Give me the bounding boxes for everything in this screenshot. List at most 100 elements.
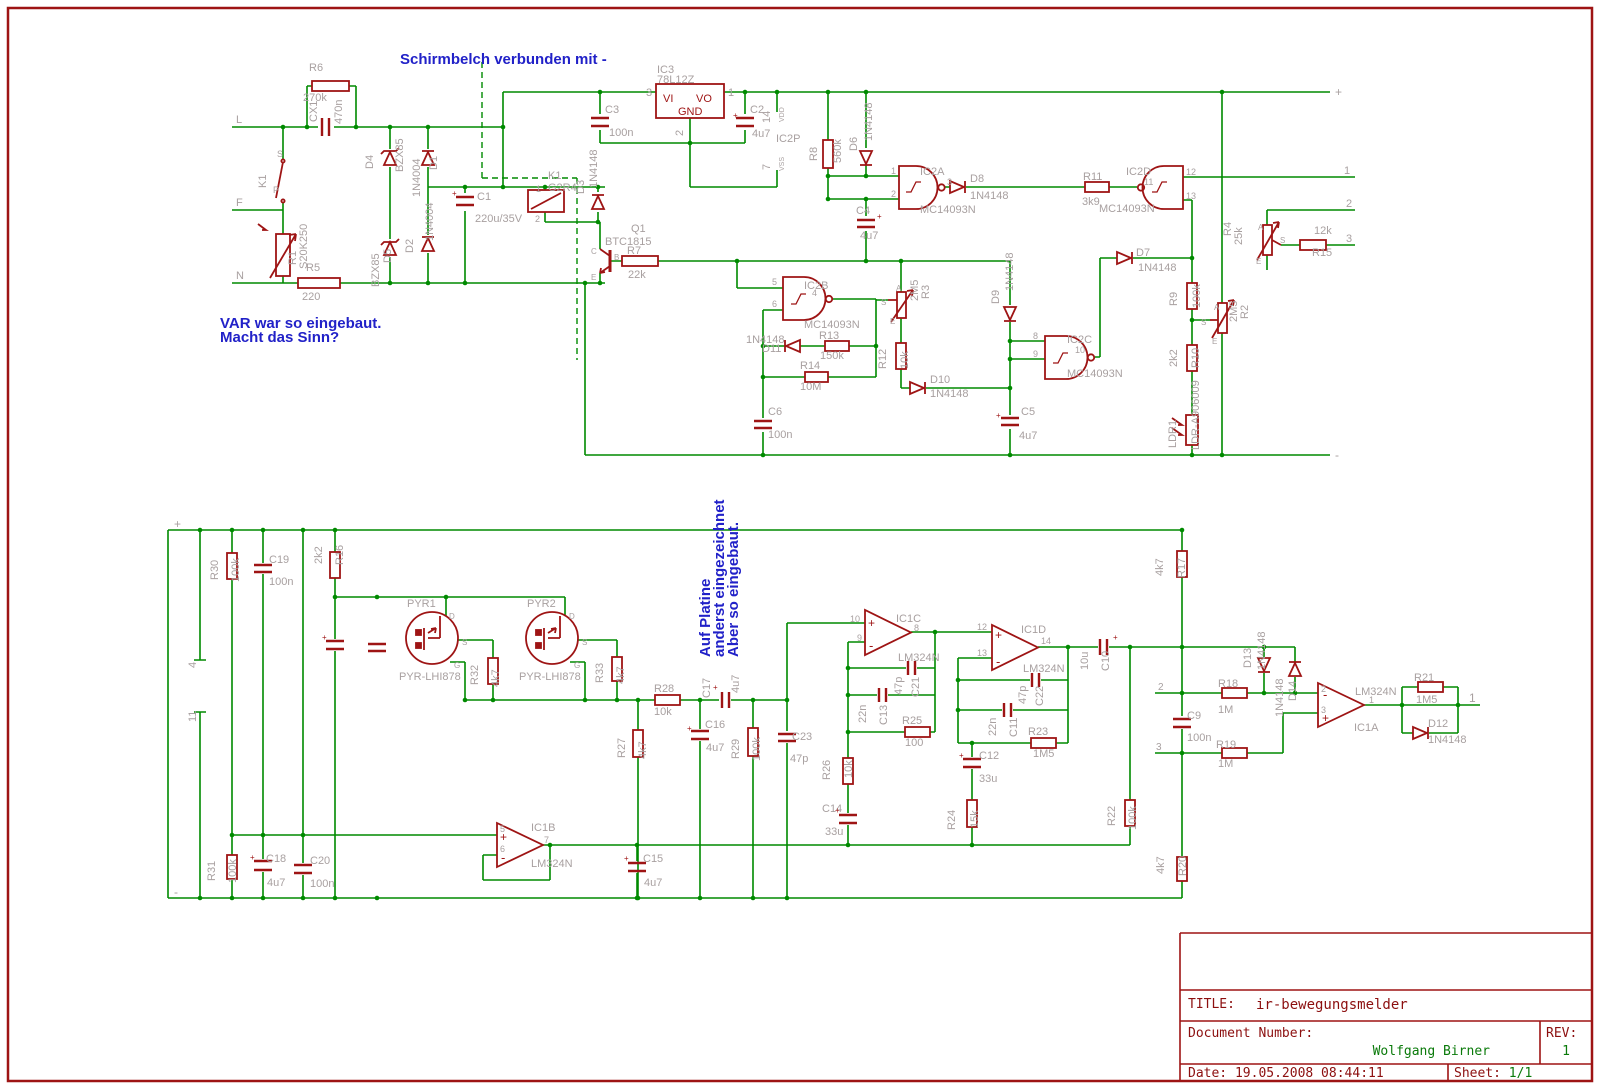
- schematic-label: D8: [970, 173, 984, 185]
- schematic-label: LM324N: [1023, 663, 1065, 675]
- schematic-label: 1N4148: [588, 149, 600, 188]
- diode-D14: [1287, 660, 1303, 677]
- switch-K1-contact: [275, 158, 286, 204]
- schematic-label: +: [250, 853, 255, 862]
- schematic-label: 100n: [1187, 732, 1211, 744]
- schematic-label: C20: [310, 855, 330, 867]
- schematic-label: R20: [1177, 856, 1189, 876]
- diode-D8: [949, 179, 967, 195]
- junction-dot: [1189, 452, 1195, 458]
- resistor-R15: [1299, 239, 1327, 251]
- capacitor-plates: [254, 116, 1191, 875]
- schematic-label: Auf Platine: [697, 579, 714, 657]
- nand-IC2A: [898, 165, 946, 210]
- resistor-R13: [824, 340, 850, 352]
- schematic-label: 12: [1186, 167, 1196, 177]
- schematic-label: 6: [772, 299, 777, 309]
- schematic-label: 100k: [1191, 284, 1203, 308]
- schematic-label: Q1: [631, 223, 646, 235]
- junction-dot: [229, 832, 235, 838]
- schematic-label: 12: [977, 622, 987, 632]
- schematic-label: D4: [364, 155, 376, 169]
- junction-dot: [595, 184, 601, 190]
- schematic-label: PYR1: [407, 598, 436, 610]
- schematic-label: 100k: [751, 737, 763, 761]
- schematic-label: S: [277, 149, 283, 159]
- junction-dot: [500, 184, 506, 190]
- junction-dot: [547, 842, 553, 848]
- schematic-label: +: [1322, 711, 1329, 725]
- diode-D12: [1412, 725, 1430, 741]
- schematic-label: 1N4004: [411, 158, 423, 197]
- junction-dot: [784, 697, 790, 703]
- rev-value: 1: [1562, 1044, 1570, 1059]
- schematic-label: C14: [822, 803, 842, 815]
- schematic-label: 4u7: [267, 877, 285, 889]
- junction-dot: [300, 527, 306, 533]
- junction-dot: [1455, 702, 1461, 708]
- schematic-label: IC3: [657, 64, 674, 76]
- transistor-Q1: [599, 248, 612, 274]
- schematic-label: +: [996, 411, 1001, 420]
- schematic-label: C2: [750, 104, 764, 116]
- schematic-label: K1: [548, 170, 561, 182]
- resistor-R12: [895, 342, 907, 370]
- title-block-border: [1179, 932, 1592, 1081]
- resistor-R14: [804, 371, 829, 383]
- junction-dot: [387, 124, 393, 130]
- junction-dot: [229, 527, 235, 533]
- junction-dot: [1219, 89, 1225, 95]
- labels-layer: Schirmbelch verbunden mit -VAR war so ei…: [174, 51, 1476, 899]
- schematic-label: C4: [856, 205, 870, 217]
- schematic-label: LM324N: [531, 858, 573, 870]
- schematic-label: K1: [257, 175, 269, 188]
- schematic-label: R24: [946, 810, 958, 830]
- schematic-label: 4k7: [1155, 856, 1167, 874]
- schematic-label: S: [582, 638, 587, 647]
- resistor-R7: [621, 255, 659, 267]
- schematic-label: 14: [1041, 636, 1051, 646]
- junction-dot: [597, 89, 603, 95]
- junction-dot: [374, 895, 380, 901]
- junction-dot: [332, 527, 338, 533]
- junction-dot: [760, 452, 766, 458]
- schematic-label: 4k7: [1154, 558, 1166, 576]
- schematic-label: 2M5: [1228, 301, 1240, 322]
- schematic-label: C: [591, 247, 597, 256]
- junction-dot: [304, 124, 310, 130]
- junction-dot: [845, 729, 851, 735]
- schematic-label: A: [1258, 223, 1264, 232]
- junction-dot: [443, 594, 449, 600]
- schematic-label: R23: [1028, 726, 1048, 738]
- schematic-label: C10: [1100, 651, 1112, 671]
- schematic-label: R32: [469, 665, 481, 685]
- schematic-label: S: [881, 298, 886, 307]
- author-name: Wolfgang Birner: [1372, 1044, 1490, 1059]
- schematic-label: +: [452, 189, 457, 198]
- schematic-label: G2R4: [548, 182, 577, 194]
- sheet-value: 1/1: [1508, 1066, 1533, 1081]
- schematic-label: +: [995, 628, 1002, 642]
- schematic-label: 1: [536, 184, 541, 194]
- junction-dot: [825, 173, 831, 179]
- diode-D7: [1116, 250, 1134, 266]
- resistor-R30: [226, 552, 238, 580]
- schematic-label: R21: [1414, 672, 1434, 684]
- junction-dot: [332, 895, 338, 901]
- nand-IC2B: [782, 276, 834, 321]
- schematic-label: C12: [979, 750, 999, 762]
- schematic-label: 14: [761, 111, 773, 123]
- schematic-label: R8: [808, 147, 820, 161]
- schematic-label: R15: [1312, 247, 1332, 259]
- schematic-label: D2: [404, 239, 416, 253]
- schematic-label: IC2B: [804, 280, 828, 292]
- schematic-label: 8: [914, 623, 919, 633]
- relay-K1: [527, 189, 565, 213]
- schematic-label: 1N4148: [1004, 252, 1016, 291]
- schematic-label: R12: [877, 349, 889, 369]
- schematic-label: 11: [1144, 177, 1153, 187]
- schematic-label: 470n: [333, 100, 345, 124]
- date-row: Date: 19.05.2008 08:44:11: [1188, 1066, 1384, 1081]
- opamp-IC1D: [991, 623, 1041, 672]
- schematic-label: 47p: [1017, 686, 1029, 704]
